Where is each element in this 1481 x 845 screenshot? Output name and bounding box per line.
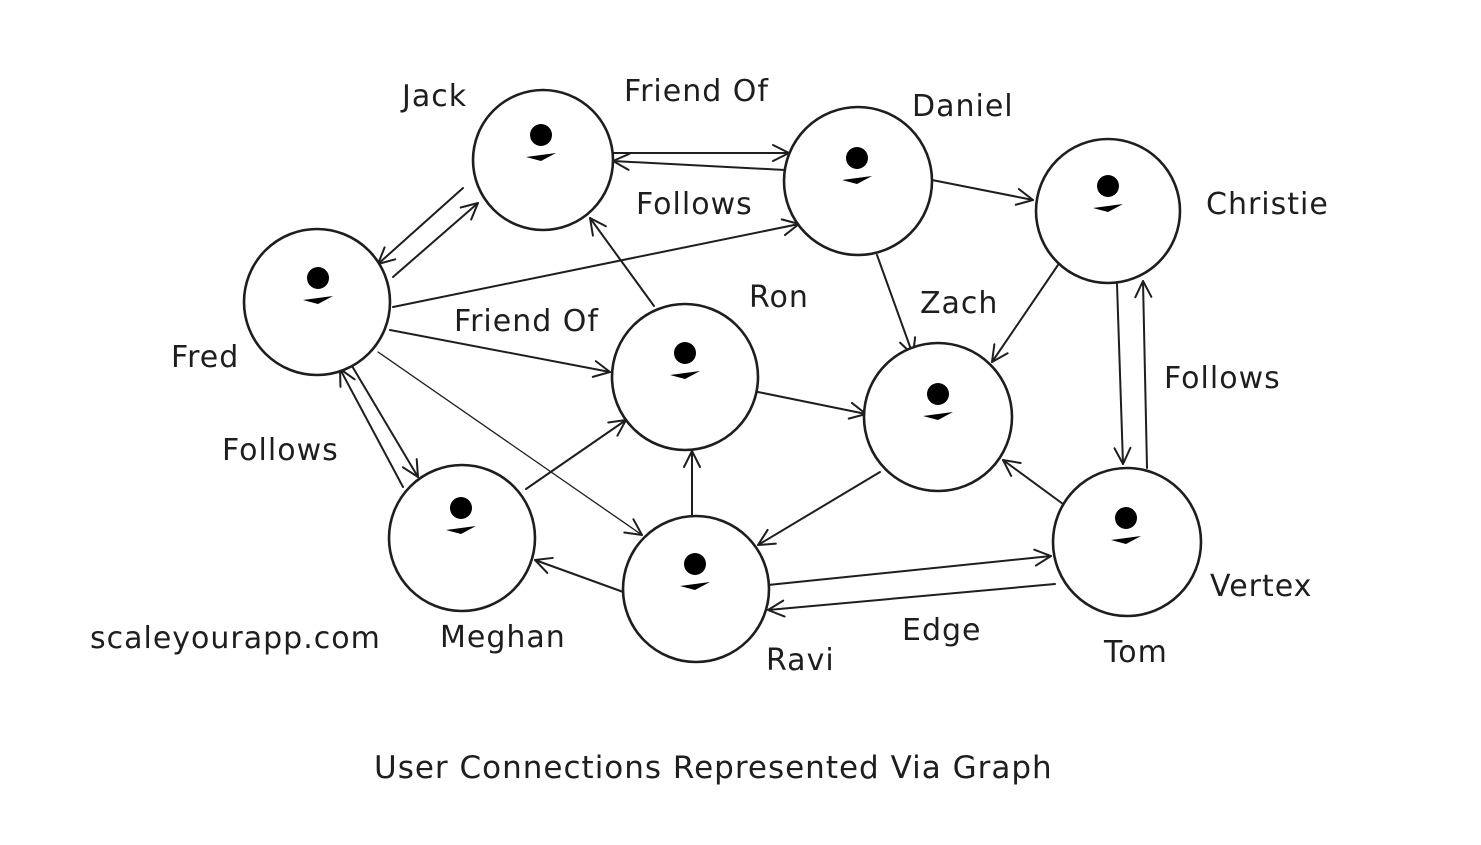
label-daniel: Daniel xyxy=(912,89,1014,124)
node-daniel xyxy=(782,105,934,257)
label-tom: Tom xyxy=(1103,635,1168,670)
edge-label-follows-top: Follows xyxy=(636,187,753,222)
node-ravi xyxy=(621,514,771,664)
edge-ron-to-jack xyxy=(589,217,655,307)
label-ravi: Ravi xyxy=(766,643,835,678)
node-ron xyxy=(610,302,760,452)
edge-ravi-to-tom xyxy=(767,548,1052,586)
label-meghan: Meghan xyxy=(440,620,566,655)
edge-tom-to-ravi xyxy=(767,583,1056,618)
edge-daniel-to-zach xyxy=(876,254,917,356)
node-tom xyxy=(1051,466,1203,618)
edge-fred-to-meghan xyxy=(351,365,419,478)
edge-label-friend-of-top: Friend Of xyxy=(624,74,769,109)
label-ron: Ron xyxy=(749,280,809,315)
diagram-caption: User Connections Represented Via Graph xyxy=(374,750,1053,786)
edges xyxy=(339,144,1153,618)
edge-christie-to-tom xyxy=(1113,283,1132,465)
edge-fred-to-ravi xyxy=(377,351,643,536)
edge-ron-to-zach xyxy=(757,391,867,420)
node-meghan xyxy=(387,463,537,613)
edge-label-follows-left: Follows xyxy=(222,433,339,468)
node-fred xyxy=(242,227,392,377)
edge-daniel-to-jack xyxy=(612,152,786,171)
edge-fred-to-jack xyxy=(392,202,479,278)
node-jack xyxy=(471,88,615,232)
edge-tom-to-zach xyxy=(1002,459,1064,505)
edge-tom-to-christie xyxy=(1134,280,1153,469)
edge-label-follows-right: Follows xyxy=(1164,361,1281,396)
label-zach: Zach xyxy=(920,286,998,321)
edge-christie-to-zach xyxy=(991,264,1059,363)
label-christie: Christie xyxy=(1206,187,1329,222)
node-christie xyxy=(1034,137,1182,285)
edge-ravi-to-meghan xyxy=(534,556,627,594)
node-zach xyxy=(862,341,1014,493)
edge-label-edge: Edge xyxy=(902,613,982,648)
label-fred: Fred xyxy=(171,340,239,375)
edge-jack-to-fred xyxy=(377,187,464,265)
edge-meghan-to-ron xyxy=(525,419,627,490)
label-jack: Jack xyxy=(400,79,467,114)
edge-zach-to-ravi xyxy=(757,471,881,546)
watermark: scaleyourapp.com xyxy=(90,621,381,656)
edge-meghan-to-fred xyxy=(339,368,404,488)
edge-daniel-to-christie xyxy=(931,179,1034,206)
edge-label-vertex: Vertex xyxy=(1210,569,1312,604)
edge-fred-to-daniel xyxy=(392,218,800,308)
edge-fred-to-ron xyxy=(389,329,611,378)
edge-label-friend-of-mid: Friend Of xyxy=(454,304,599,339)
